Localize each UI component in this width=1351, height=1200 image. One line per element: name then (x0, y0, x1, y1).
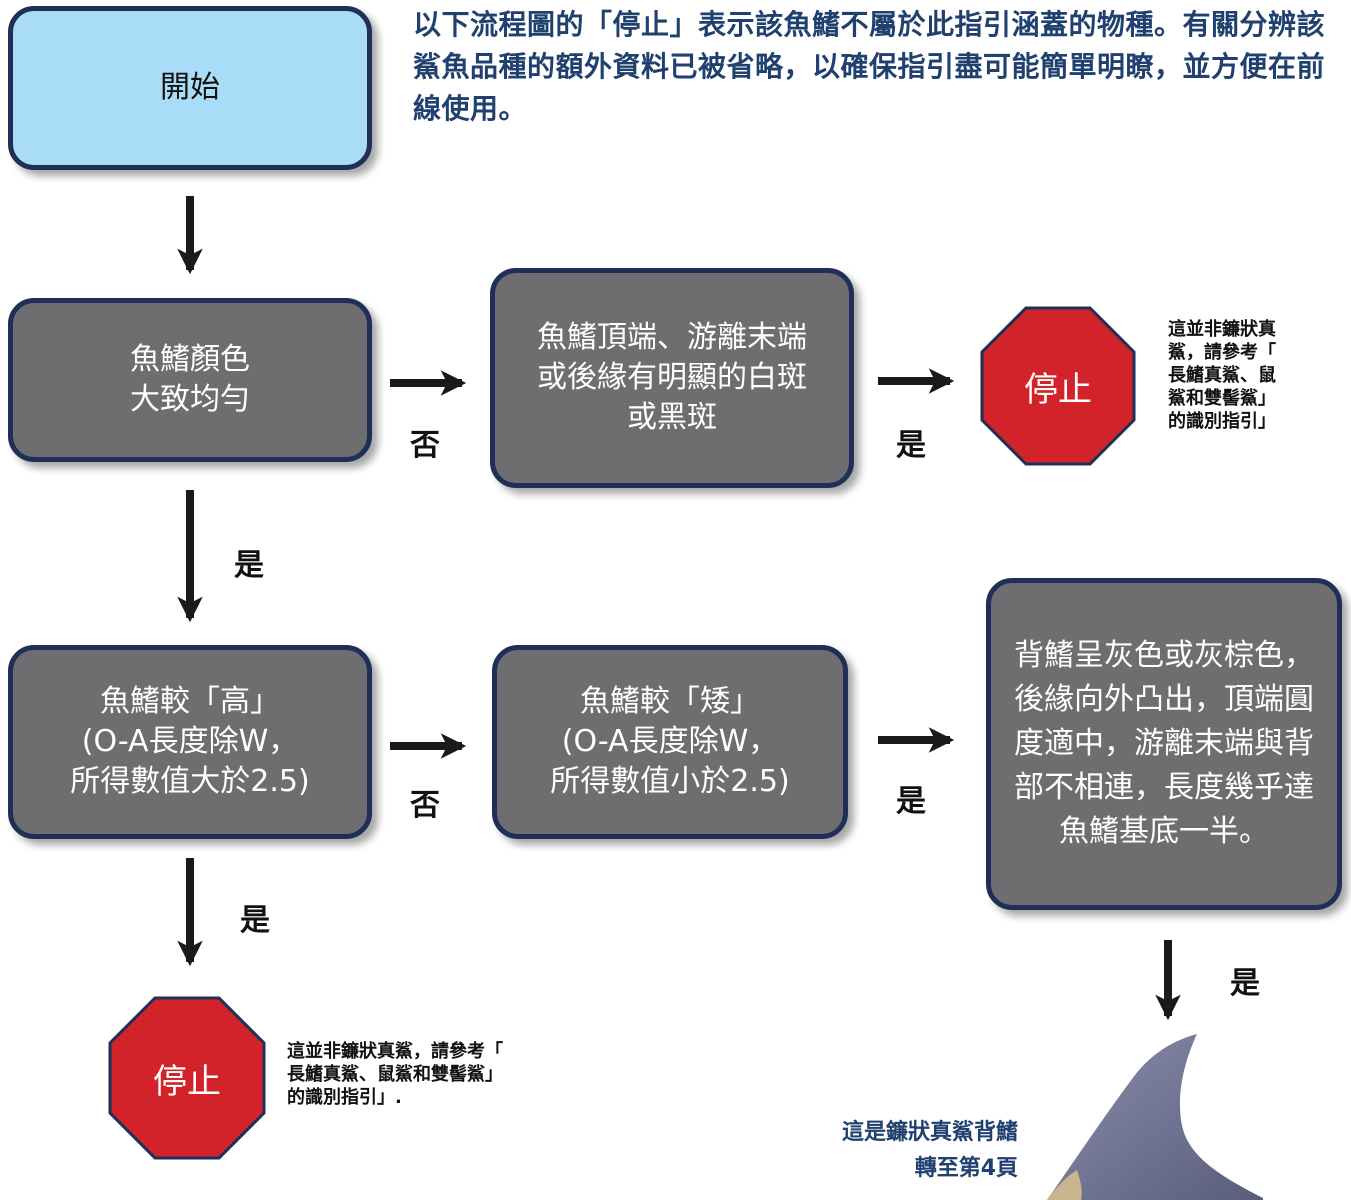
start-label: 開始 (160, 70, 220, 105)
question-tall-fin: 魚鰭較「高」 (O-A長度除W， 所得數值大於2.5) (8, 645, 372, 839)
stop-sign-1: 停止 (980, 306, 1136, 466)
start-node: 開始 (8, 6, 372, 170)
shark-fin-icon (1047, 1034, 1263, 1200)
label-yes-5: 是 (1230, 966, 1260, 1001)
label-no-2: 否 (410, 788, 440, 823)
result-text: 這是鐮狀真鯊背鰭 轉至第4頁 (841, 1120, 1018, 1181)
label-yes-4: 是 (240, 903, 270, 938)
intro-text: 以下流程圖的「停止」表示該魚鰭不屬於此指引涵蓋的物種。有關分辨該鯊魚品種的額外資… (413, 8, 1326, 125)
stop-note-2: 這並非鐮狀真鯊，請參考「 長鰭真鯊、鼠鯊和雙髻鯊」 的識別指引」. (287, 1041, 503, 1108)
stop-note-1: 這並非鐮狀真 鯊，請參考「 長鰭真鯊、鼠 鯊和雙髻鯊」 的識別指引」 (1168, 319, 1276, 432)
question-fin-description: 背鰭呈灰色或灰棕色， 後緣向外凸出，頂端圓 度適中，游離末端與背 部不相連，長度… (986, 578, 1342, 910)
question-color-uniform-text: 魚鰭顏色 大致均勻 (130, 342, 250, 417)
label-yes-1: 是 (896, 428, 926, 463)
question-fin-description-text: 背鰭呈灰色或灰棕色， 後緣向外凸出，頂端圓 度適中，游離末端與背 部不相連，長度… (1014, 638, 1314, 849)
stop-sign-2: 停止 (108, 996, 266, 1160)
question-spots: 魚鰭頂端、游離末端 或後緣有明顯的白斑 或黑斑 (490, 268, 854, 488)
question-tall-fin-text: 魚鰭較「高」 (O-A長度除W， 所得數值大於2.5) (70, 684, 310, 799)
stop-sign-icon (108, 996, 266, 1160)
question-short-fin-text: 魚鰭較「矮」 (O-A長度除W， 所得數值小於2.5) (550, 684, 790, 799)
label-yes-2: 是 (234, 548, 264, 583)
stop-sign-1-label: 停止 (1024, 369, 1092, 410)
question-color-uniform: 魚鰭顏色 大致均勻 (8, 298, 372, 462)
label-no-1: 否 (410, 428, 440, 463)
question-short-fin: 魚鰭較「矮」 (O-A長度除W， 所得數值小於2.5) (492, 645, 848, 839)
question-spots-text: 魚鰭頂端、游離末端 或後緣有明顯的白斑 或黑斑 (537, 320, 807, 435)
stop-sign-2-label: 停止 (153, 1061, 221, 1102)
stop-sign-icon (980, 306, 1136, 466)
label-yes-3: 是 (896, 784, 926, 819)
